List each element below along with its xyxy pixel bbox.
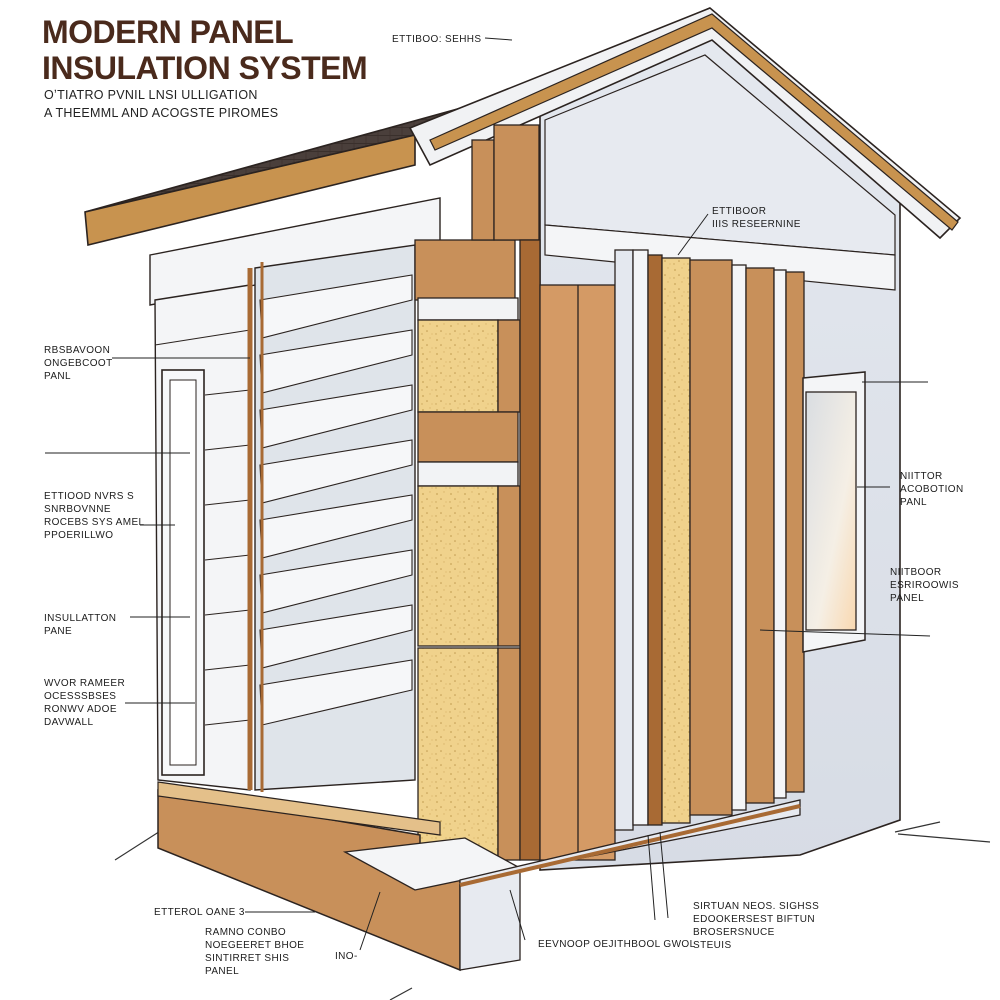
label-right-1: NIITTOR ACOBOTION PANL bbox=[900, 471, 964, 508]
wall-studs bbox=[471, 124, 805, 861]
label-left-2: ETTIOOD NVRS S SNRBOVNNE ROCEBS SYS AMEL… bbox=[44, 491, 145, 541]
label-bottom-ino: INO- bbox=[335, 951, 358, 962]
right-window bbox=[802, 371, 866, 653]
foundation-ledge bbox=[157, 781, 441, 836]
label-left-3: INSULLATTON PANE bbox=[44, 613, 117, 637]
ground-lines bbox=[114, 821, 991, 1000]
title-line-2: INSULATION SYSTEM bbox=[42, 50, 368, 86]
label-bottom-left: ETTEROL OANE 3 bbox=[154, 907, 245, 918]
leader-lines bbox=[45, 37, 931, 951]
left-siding-lines bbox=[154, 329, 251, 726]
roof-fascia-front bbox=[408, 7, 962, 240]
label-top-center: ETTIBOO: SEHHS bbox=[392, 34, 482, 45]
label-bottom-right: SIRTUAN NEOS. SIGHSS EDOOKERSEST BIFTUN … bbox=[693, 901, 820, 951]
roof-fascia-trim bbox=[429, 13, 959, 231]
title-line-1: MODERN PANEL bbox=[42, 14, 294, 50]
gable-band bbox=[544, 224, 896, 291]
insulation-layers bbox=[414, 239, 521, 861]
label-left-4: WVOR RAMEER OCESSSBSES RONWV ADOE DAVWAL… bbox=[44, 678, 126, 728]
subtitle-line-1: OʼTIATRO PVNIL LNSI ULLIGATION bbox=[44, 88, 258, 102]
label-bottom-left-2: RAMNO CONBO NOEGEERET BHOE SINTIRRET SHI… bbox=[205, 927, 305, 977]
label-left-1: RBSBAVOON ONGEBCOOT PANL bbox=[44, 345, 113, 382]
gable-triangle bbox=[544, 54, 896, 256]
label-right-2: NIITBOOR ESRIROOWIS PANEL bbox=[890, 567, 960, 604]
roof-fascia-left bbox=[84, 133, 416, 246]
subtitle-line-2: A THEEMML AND ACOGSTE PIROMES bbox=[44, 106, 279, 120]
label-bottom-center: EEVNOOP OEJITHBOOL GWOL bbox=[538, 939, 696, 950]
label-exterior-top: ETTIBOOR IIIS RESEERNINE bbox=[712, 206, 801, 230]
